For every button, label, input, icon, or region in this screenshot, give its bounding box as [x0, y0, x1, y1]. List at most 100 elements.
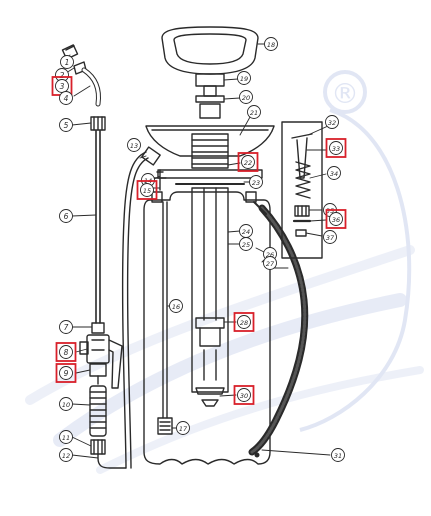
callout-number: 27: [266, 260, 275, 268]
threaded-neck: [191, 133, 229, 169]
callout-21: 21: [247, 105, 261, 119]
callout-highlight-box: [233, 385, 255, 405]
callout-number: 23: [252, 179, 260, 187]
pump-rod-collar: [195, 73, 225, 87]
callout-23: 23: [249, 175, 263, 189]
callout-34: 34: [327, 166, 341, 180]
callout-number: 37: [326, 234, 335, 242]
callout-circle: [169, 299, 183, 313]
callout-number: 31: [334, 452, 342, 460]
callout-27: 27: [263, 256, 277, 270]
callout-number: 17: [179, 425, 188, 433]
handle-grip: [89, 385, 107, 437]
callout-highlight-box: [136, 180, 158, 200]
callout-number: 9: [64, 369, 69, 378]
callout-24: 24: [239, 224, 253, 238]
callout-number: 13: [130, 142, 138, 150]
callout-circle: [329, 212, 343, 226]
callout-5: 5: [59, 118, 73, 132]
callout-circle: [249, 175, 263, 189]
callout-circle: [237, 71, 251, 85]
callout-30: 30: [233, 385, 255, 405]
callout-18: 18: [264, 37, 278, 51]
callout-highlight-box: [55, 363, 77, 383]
tank-clamp-ring: [157, 169, 263, 179]
callout-circle: [127, 138, 141, 152]
callout-circle: [329, 141, 343, 155]
callout-number: 21: [250, 109, 258, 117]
wand-connector: [91, 322, 105, 334]
callout-number: 7: [64, 323, 69, 332]
callout-circle: [59, 320, 73, 334]
callout-number: 4: [64, 94, 69, 103]
callout-12: 12: [59, 448, 73, 462]
callout-number: 24: [242, 228, 250, 236]
callout-circle: [331, 448, 345, 462]
pump-handle: [161, 26, 259, 75]
piston: [195, 317, 225, 329]
callout-number: 25: [242, 241, 250, 249]
strainer: [157, 417, 173, 435]
callout-number: 30: [240, 392, 248, 400]
callout-16: 16: [169, 299, 183, 313]
valve-spring: [295, 161, 311, 199]
callout-circle: [237, 315, 251, 329]
watermark: ®: [25, 70, 424, 474]
callout-circle: [59, 397, 73, 411]
callout-number: 33: [332, 145, 340, 153]
callout-20: 20: [239, 90, 253, 104]
callout-highlight-box: [233, 312, 255, 332]
callout-1: 1: [60, 55, 74, 69]
callout-circle: [176, 421, 190, 435]
callout-number: 22: [244, 159, 252, 167]
callout-number: 6: [64, 212, 69, 221]
callout-37: 37: [323, 230, 337, 244]
callout-circle: [60, 55, 74, 69]
callout-circle: [59, 91, 73, 105]
callout-17: 17: [176, 421, 190, 435]
right-tank-fitting: [245, 191, 257, 203]
callout-8: 8: [55, 342, 77, 362]
callout-25: 25: [239, 237, 253, 251]
callout-10: 10: [59, 397, 73, 411]
callout-number: 26: [266, 251, 274, 259]
callout-number: 32: [328, 119, 336, 127]
callout-number: 2: [60, 71, 65, 80]
leader-lines: [65, 43, 331, 459]
tank-body: [143, 191, 271, 465]
callout-22: 22: [237, 152, 259, 172]
callout-circle: [59, 209, 73, 223]
callout-circle: [264, 37, 278, 51]
foot-valve: [195, 387, 225, 395]
callout-circle: [237, 388, 251, 402]
callout-number: 34: [330, 170, 338, 178]
hose-coupling: [141, 146, 161, 166]
seal: [295, 229, 307, 237]
callout-number: 36: [332, 216, 340, 224]
callout-number: 8: [64, 348, 69, 357]
callout-11: 11: [59, 430, 73, 444]
callout-number: 10: [62, 401, 70, 409]
callout-circle: [263, 256, 277, 270]
nozzle-tip: [61, 44, 79, 60]
callout-13: 13: [127, 138, 141, 152]
callout-number: 3: [60, 82, 65, 91]
watermark-symbol: ®: [331, 77, 359, 110]
callout-circle: [59, 430, 73, 444]
callout-19: 19: [237, 71, 251, 85]
callout-number: 12: [62, 452, 70, 460]
callout-highlight-box: [325, 209, 347, 229]
callout-33: 33: [325, 138, 347, 158]
callout-circle: [241, 155, 255, 169]
spare-parts-panel: [281, 121, 323, 259]
callout-circle: [59, 448, 73, 462]
callout-number: 11: [62, 434, 70, 442]
registered-mark-icon: [323, 70, 367, 114]
callout-circle: [59, 345, 73, 359]
callout-number: 20: [242, 94, 250, 102]
callout-circle: [239, 237, 253, 251]
callout-labels: 1234567891011121314151617181920212223242…: [51, 37, 347, 462]
callout-number: 28: [240, 319, 248, 327]
